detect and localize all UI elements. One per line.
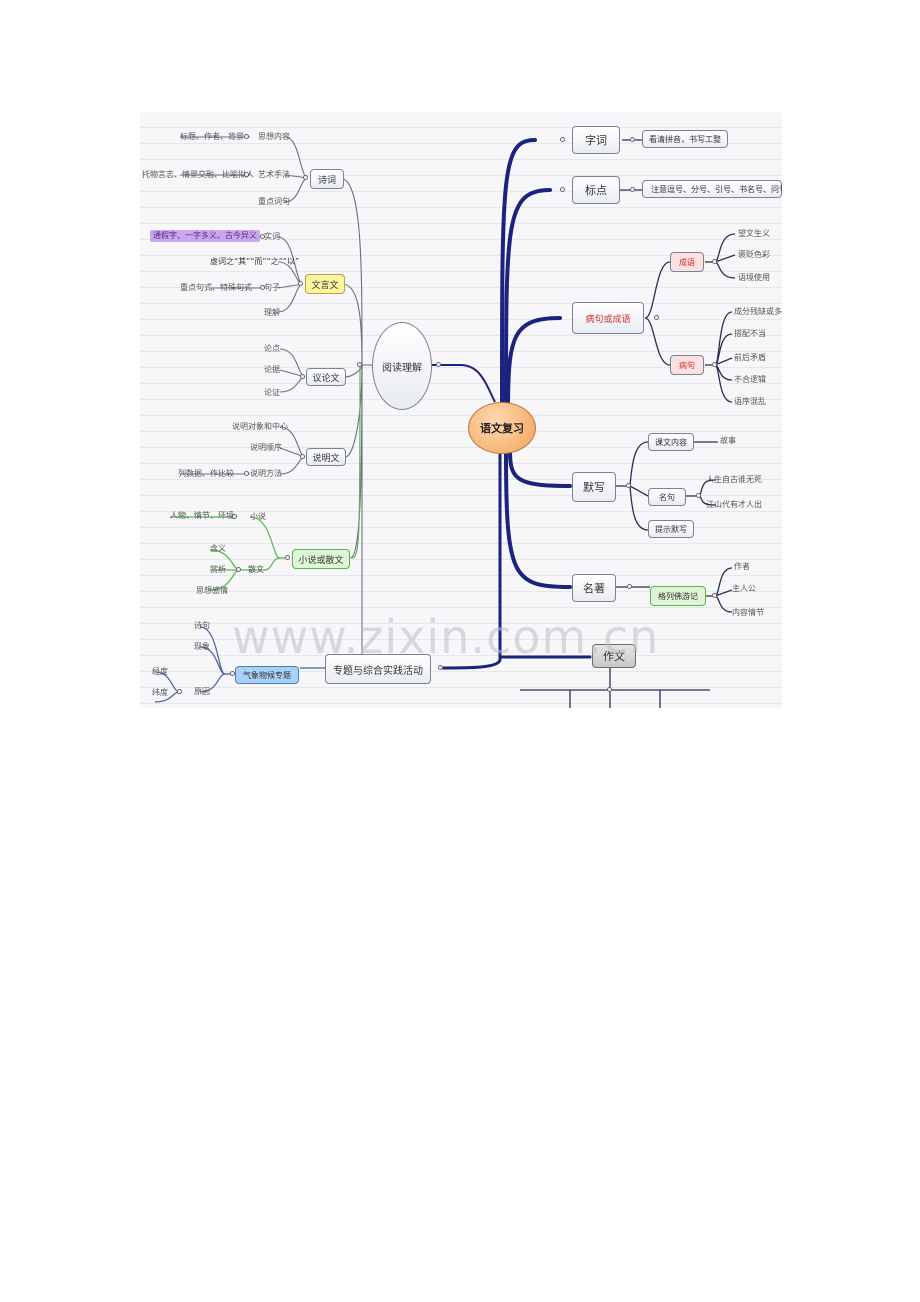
connector-dot: [298, 281, 303, 286]
watermark: www.zixin.com.cn: [232, 610, 660, 664]
node-mingju[interactable]: 名句: [648, 488, 686, 506]
topic-extra: 经度: [152, 667, 168, 676]
topic-extra: 纬度: [152, 688, 168, 697]
poetry-detail: 标题、作者、背景: [180, 132, 244, 141]
connector-dot: [230, 671, 235, 676]
book-item: 内容情节: [732, 608, 764, 617]
connector-dot: [300, 454, 305, 459]
node-bingju-chengyu[interactable]: 病句或成语: [572, 302, 644, 334]
classical-item: 理解: [264, 308, 280, 317]
topic-item: 原因: [194, 687, 210, 696]
argument-item: 论点: [264, 344, 280, 353]
node-biaodian-detail[interactable]: 注意逗号、分号、引号、书名号、问号: [642, 180, 782, 198]
connector-dot: [236, 567, 241, 572]
classical-detail: 重点句式、特殊句式: [180, 283, 252, 292]
sanwen-item: 赏析: [210, 565, 226, 574]
connector-dot: [300, 374, 305, 379]
chengyu-item: 褒贬色彩: [738, 250, 770, 259]
classical-item: 句子: [264, 283, 280, 292]
node-zuowen[interactable]: 作文: [592, 644, 636, 668]
node-biaodian[interactable]: 标点: [572, 176, 620, 204]
connector-dot: [436, 362, 441, 367]
poetry-item: 艺术手法: [258, 170, 290, 179]
mindmap-links: [154, 136, 736, 708]
node-poetry[interactable]: 诗词: [310, 169, 344, 189]
connector-dot: [712, 362, 717, 367]
topic-item: 诗句: [194, 621, 210, 630]
connector-dot: [260, 234, 265, 239]
connector-dot: [607, 687, 612, 692]
connector-dot: [303, 175, 308, 180]
connector-dot: [244, 471, 249, 476]
connector-dot: [654, 315, 659, 320]
kewen-item: 故事: [720, 436, 736, 445]
connector-dot: [285, 555, 290, 560]
node-reading[interactable]: 阅读理解: [372, 322, 432, 410]
node-novel[interactable]: 小说或散文: [292, 549, 350, 569]
exposition-item: 说明对象和中心: [232, 422, 288, 431]
connector-dot: [712, 259, 717, 264]
node-topic[interactable]: 气象物候专题: [235, 666, 299, 684]
chengyu-item: 望文生义: [738, 229, 770, 238]
node-mingzhu[interactable]: 名著: [572, 574, 616, 602]
novel-sanwen: 散文: [248, 565, 264, 574]
connector-dot: [357, 362, 362, 367]
classical-item: 实词: [264, 232, 280, 241]
mingju-item: 人生自古谁无死: [706, 475, 762, 484]
bingju-item: 成分残缺或多余: [734, 307, 782, 316]
connector-dot: [560, 137, 565, 142]
node-bingju[interactable]: 病句: [670, 355, 704, 375]
node-chengyu[interactable]: 成语: [670, 252, 704, 272]
connector-dot: [244, 172, 249, 177]
argument-item: 论据: [264, 365, 280, 374]
connector-dot: [232, 514, 237, 519]
node-book[interactable]: 格列佛游记: [650, 586, 706, 606]
connector-dot: [177, 689, 182, 694]
connector-dot: [244, 134, 249, 139]
classical-detail-highlight: 通假字、一字多义、古今异义: [150, 230, 260, 242]
mindmap-canvas: 语文复习 字词 看清拼音，书写工整 标点 注意逗号、分号、引号、书名号、问号 病…: [140, 112, 782, 708]
novel-xiaoshuo-detail: 人物、情节、环境: [170, 511, 234, 520]
argument-item: 论证: [264, 388, 280, 397]
node-kewen[interactable]: 课文内容: [648, 433, 694, 451]
exposition-item: 说明方法: [250, 469, 282, 478]
poetry-item: 思想内容: [258, 132, 290, 141]
node-zici-detail[interactable]: 看清拼音，书写工整: [642, 130, 728, 148]
novel-xiaoshuo: 小说: [250, 512, 266, 521]
chengyu-item: 语境使用: [738, 273, 770, 282]
connector-dot: [260, 285, 265, 290]
connector-dot: [696, 493, 701, 498]
bingju-item: 不合逻辑: [734, 375, 766, 384]
node-classical[interactable]: 文言文: [305, 274, 345, 294]
poetry-item: 重点词句: [258, 197, 290, 206]
sanwen-item: 含义: [210, 544, 226, 553]
connector-dot: [438, 665, 443, 670]
book-item: 主人公: [732, 584, 756, 593]
center-node[interactable]: 语文复习: [468, 402, 536, 454]
poetry-detail: 托物言志、情景交融、比喻拟人: [142, 170, 254, 179]
node-exposition[interactable]: 说明文: [306, 448, 346, 466]
bingju-item: 搭配不当: [734, 329, 766, 338]
exposition-detail: 列数据、作比较: [178, 469, 234, 478]
connector-dot: [630, 137, 635, 142]
connector-dot: [560, 187, 565, 192]
exposition-item: 说明顺序: [250, 443, 282, 452]
node-zici[interactable]: 字词: [572, 126, 620, 154]
bingju-item: 语序混乱: [734, 397, 766, 406]
book-item: 作者: [734, 562, 750, 571]
classical-item: 虚词之“其”“而”“之”“以”: [210, 257, 300, 266]
node-argument[interactable]: 议论文: [306, 368, 346, 386]
connector-dot: [626, 483, 631, 488]
connector-dot: [630, 187, 635, 192]
mingju-item: 江山代有才人出: [706, 500, 762, 509]
topic-item: 现象: [194, 642, 210, 651]
connector-dot: [712, 593, 717, 598]
node-project[interactable]: 专题与综合实践活动: [325, 654, 431, 684]
sanwen-item: 思想感情: [196, 586, 228, 595]
node-moxie[interactable]: 默写: [572, 472, 616, 502]
node-tishi[interactable]: 提示默写: [648, 520, 694, 538]
bingju-item: 前后矛盾: [734, 353, 766, 362]
connector-dot: [627, 584, 632, 589]
